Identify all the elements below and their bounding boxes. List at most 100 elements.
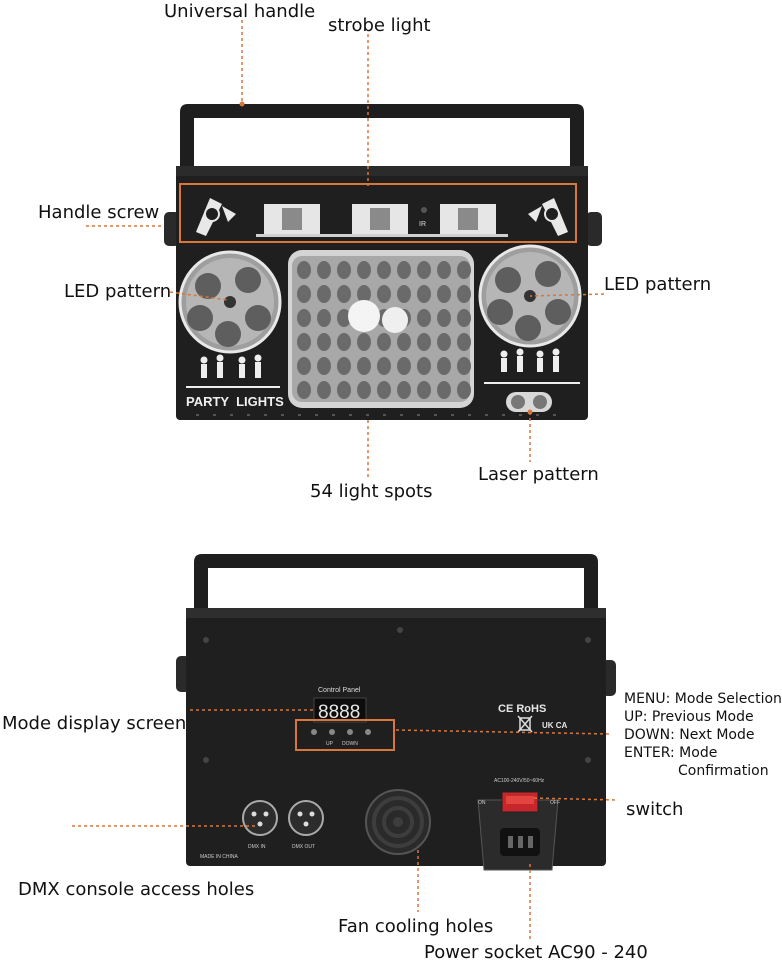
label-led-pattern-left: LED pattern [64,281,172,302]
light-spot [317,357,331,375]
strobe-outline [179,183,577,243]
back-callout-lines [72,709,617,940]
label-fan: Fan cooling holes [338,916,494,937]
label-dmx: DMX console access holes [18,879,255,900]
button-label-up: UP [326,741,334,747]
vent-dot [247,414,250,416]
light-spot [337,333,351,351]
light-spot [377,285,391,303]
vent-dot [213,414,216,416]
vent-dot [315,414,318,416]
light-spot [397,333,411,351]
panel-buttons [311,729,371,735]
label-led-pattern-right: LED pattern [604,274,712,295]
handle-screw-right [586,212,602,246]
vent-dot [264,414,267,416]
menu-line-5: Confirmation [678,763,769,779]
recycle-icon [517,715,533,733]
light-spot [437,357,451,375]
light-spot [357,285,371,303]
label-switch: switch [626,799,684,820]
display-digits: 8888 [318,702,360,723]
vent-dot [468,414,471,416]
light-spot [377,381,391,399]
light-spot [337,381,351,399]
menu-line-4: ENTER: Mode [624,745,718,761]
cert-marks: CE RoHS [498,703,546,715]
light-spot [397,381,411,399]
buttons-outline [295,719,395,751]
dmx-in-socket [242,800,278,836]
made-in-label: MADE IN CHINA [200,854,238,860]
dmx-out-socket [288,800,324,836]
power-module [477,791,559,871]
light-spot [437,285,451,303]
light-spot [337,357,351,375]
light-spot [377,333,391,351]
ir-sensor [421,207,427,213]
light-spot [417,381,431,399]
light-spot [297,333,311,351]
front-vent-dots [196,414,556,416]
light-spot [457,357,471,375]
dmx-out-label: DMX OUT [292,844,315,850]
light-spot [297,261,311,279]
light-spot [297,309,311,327]
on-label: ON [478,800,486,806]
light-spot [357,357,371,375]
back-screws [203,627,591,763]
center-dome [288,250,474,408]
light-spot [397,285,411,303]
light-spot [437,261,451,279]
light-spot [317,309,331,327]
led-wheel-left [178,250,282,354]
vent-dot [434,414,437,416]
control-panel-title: Control Panel [318,687,361,694]
light-spot [417,285,431,303]
vent-dot [519,414,522,416]
button-label-down: DOWN [342,741,358,747]
vent-dot [332,414,335,416]
vent-dot [485,414,488,416]
fan-grille [365,789,431,855]
strobe-units [256,204,508,237]
light-spot [297,381,311,399]
dancers-right [484,348,580,384]
light-spot [337,285,351,303]
vent-dot [298,414,301,416]
menu-line-1: MENU: Mode Selection [624,691,782,707]
light-spot [457,261,471,279]
light-spot [337,309,351,327]
vent-dot [400,414,403,416]
label-universal-handle: Universal handle [164,1,316,22]
vent-dot [553,414,556,416]
vent-dot [230,414,233,416]
light-spot [297,357,311,375]
party-lights-text: PARTY LIGHTS [186,394,284,409]
back-handle [194,554,598,616]
label-strobe-light: strobe light [328,15,431,36]
ukca-mark: UK CA [542,721,568,730]
light-spot [437,381,451,399]
light-spot [417,309,431,327]
light-spot [437,309,451,327]
vent-dot [417,414,420,416]
front-callout-lines [86,20,605,478]
light-spot [317,261,331,279]
off-label: OFF [550,800,560,806]
dmx-in-label: DMX IN [248,844,266,850]
light-spot [337,261,351,279]
light-spot [357,333,371,351]
light-spot [397,357,411,375]
light-spot [457,381,471,399]
light-spot [417,333,431,351]
light-spot [417,357,431,375]
led-display [313,697,367,723]
light-spot [457,309,471,327]
spotlight-icon-left [196,198,236,236]
vent-dot [196,414,199,416]
label-power-socket: Power socket AC90 - 240 [424,942,648,963]
vent-dot [366,414,369,416]
vent-dot [502,414,505,416]
